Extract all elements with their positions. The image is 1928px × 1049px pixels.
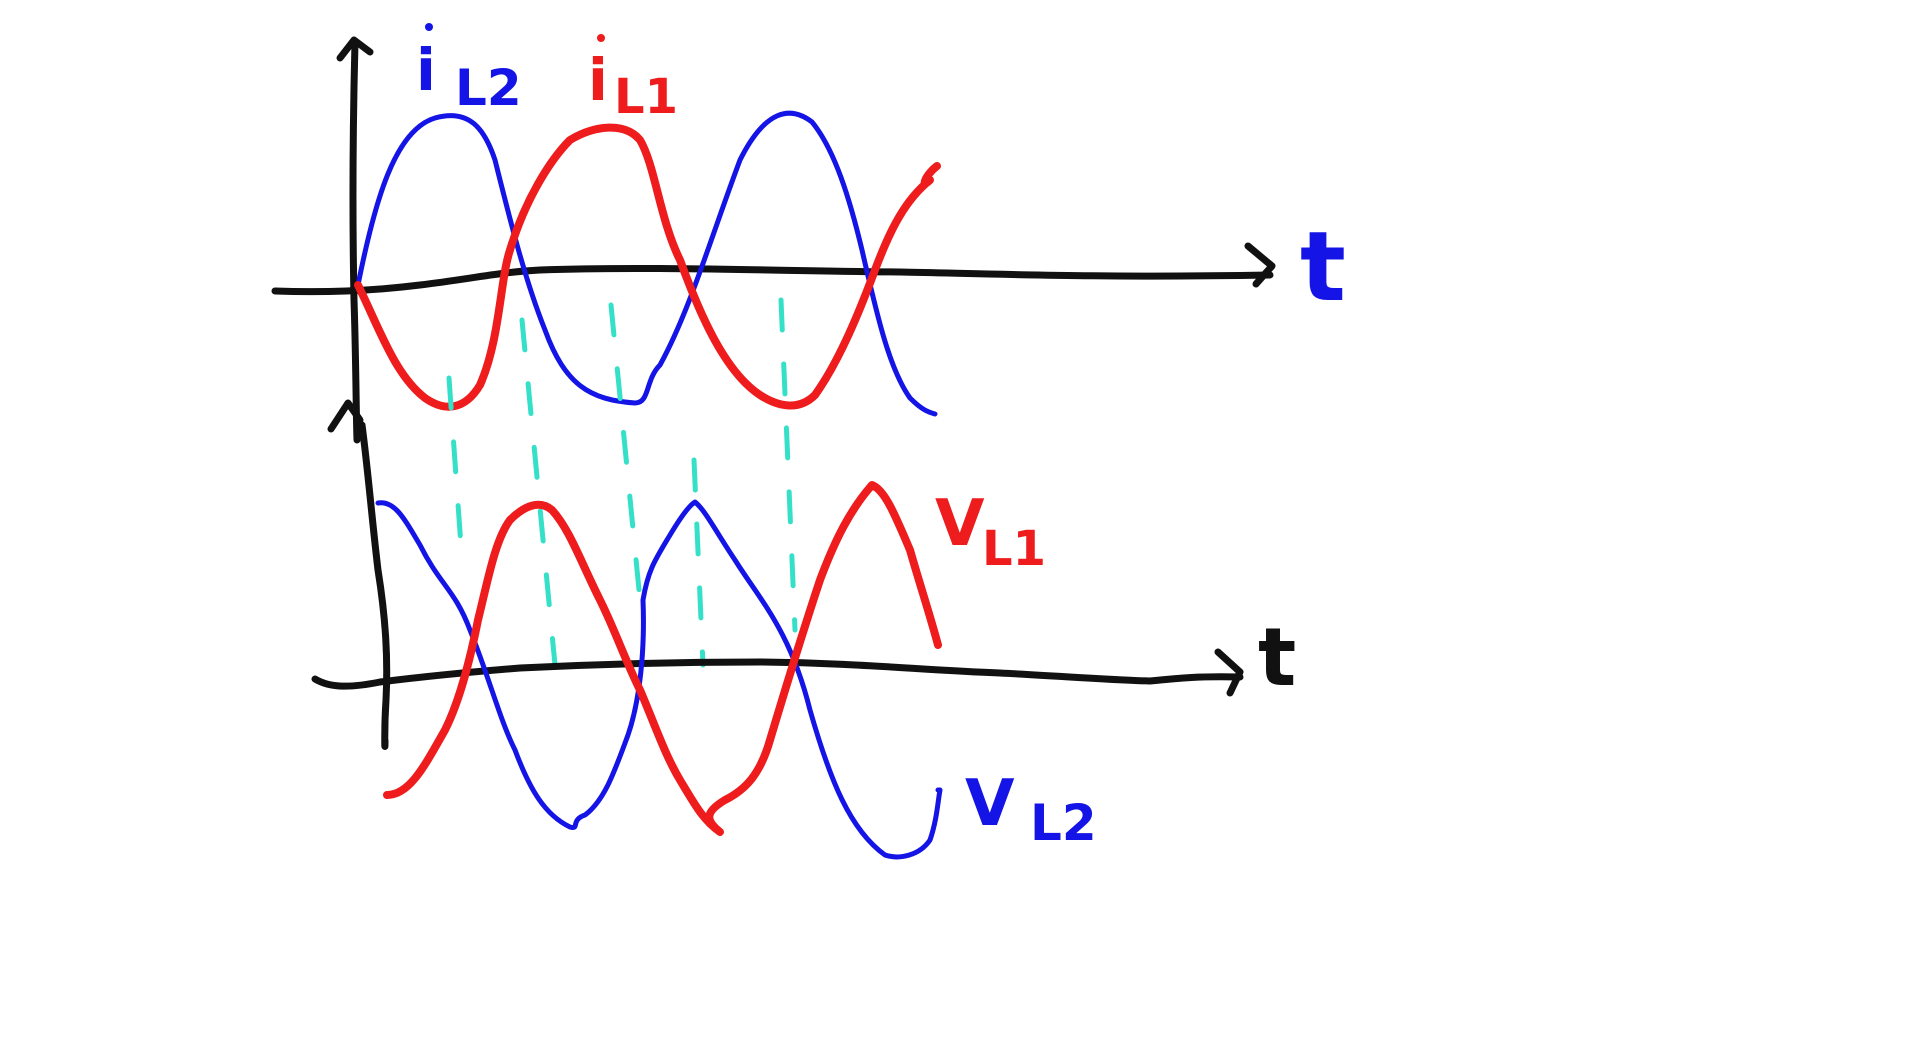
label-vl1-subscript: L1 <box>982 521 1046 577</box>
label-voltage-vl1: V L1 <box>935 487 1046 577</box>
voltage-vl2-waveform <box>375 499 943 860</box>
top-time-axis-arrowhead <box>1244 242 1276 288</box>
voltage-vl1-waveform <box>383 481 942 836</box>
label-voltage-vl2: V L2 <box>965 767 1097 852</box>
label-vl2-subscript: L2 <box>1030 794 1097 852</box>
label-il1-subscript: L1 <box>614 69 678 125</box>
bottom-time-axis-arrowhead <box>1214 648 1244 697</box>
alignment-guides <box>446 297 798 668</box>
bottom-vertical-axis-arrowhead <box>327 399 364 433</box>
bottom-plot: V L1 V L2 t <box>311 399 1296 860</box>
label-il2-main: i <box>416 36 436 104</box>
label-vl1-main: V <box>935 487 985 561</box>
bottom-time-axis-label: t <box>1258 611 1296 704</box>
top-vertical-axis-arrowhead <box>336 36 374 62</box>
label-current-il1: i L1 <box>588 34 678 125</box>
label-il1-dot <box>597 34 605 42</box>
label-il2-subscript: L2 <box>455 59 522 117</box>
guide-line-3 <box>608 302 643 603</box>
label-current-il2: i L2 <box>416 23 522 117</box>
bottom-vertical-axis <box>358 421 391 750</box>
top-vertical-axis <box>349 38 361 444</box>
label-il1-main: i <box>588 46 608 114</box>
guide-line-4 <box>691 457 706 668</box>
top-plot: i L2 i L1 t <box>271 23 1346 444</box>
guide-line-2 <box>519 317 558 668</box>
label-il2-dot <box>425 23 433 31</box>
current-il2-waveform <box>355 110 938 417</box>
bottom-time-axis <box>311 658 1244 690</box>
top-time-axis <box>271 264 1274 296</box>
current-il1-waveform <box>354 123 941 411</box>
guide-line-1 <box>446 375 465 563</box>
top-time-axis-label: t <box>1300 211 1346 323</box>
guide-line-5 <box>778 297 798 633</box>
label-vl2-main: V <box>965 767 1015 841</box>
